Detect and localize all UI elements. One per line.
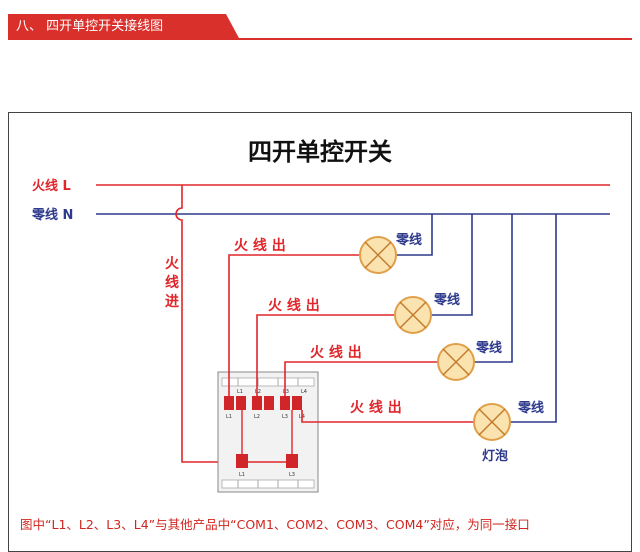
four-gang-switch — [217, 371, 319, 493]
output-wire-1 — [228, 254, 360, 396]
lamp-bulb-1-icon — [359, 236, 397, 274]
live-out-label-1: 火 线 出 — [234, 237, 286, 254]
switch-bottom-label-1: L1 — [239, 472, 245, 478]
diagram-caption: 图中“L1、L2、L3、L4”与其他产品中“COM1、COM2、COM3、COM… — [20, 517, 530, 532]
neutral-wire-4 — [510, 214, 557, 423]
neutral-wire-3 — [474, 214, 513, 363]
live-in-char-3: 进 — [165, 294, 179, 310]
live-in-char-2: 线 — [165, 274, 179, 291]
switch-small-label-3: L3 — [283, 389, 289, 395]
lamp-neutral-label-3: 零线 — [475, 340, 502, 356]
terminal-l1-b — [236, 396, 246, 410]
live-feed-wire — [175, 185, 240, 463]
wiring-diagram: 四开单控开关 火线 L 零线 N 火 线 进 L1 L2 L3 L4 L1 L2… — [31, 138, 610, 493]
switch-small-label-1: L1 — [237, 389, 243, 395]
lamp-neutral-label-2: 零线 — [433, 292, 460, 308]
neutral-line-label: 零线 N — [31, 207, 73, 223]
live-out-label-2: 火 线 出 — [268, 297, 320, 314]
lamp-bulb-2-icon — [394, 296, 432, 334]
switch-small-label-2: L2 — [255, 389, 261, 395]
live-out-label-3: 火 线 出 — [310, 344, 362, 361]
neutral-wire-2 — [431, 214, 473, 316]
output-wire-3 — [284, 361, 438, 396]
diagram-title: 四开单控开关 — [248, 138, 392, 166]
section-header: 八、 四开单控开关接线图 — [8, 14, 632, 40]
switch-term-label-1: L1 — [226, 414, 232, 420]
output-wire-4 — [301, 410, 474, 423]
terminal-bottom-l3 — [286, 454, 298, 468]
section-title: 八、 四开单控开关接线图 — [8, 14, 240, 40]
live-line-label: 火线 L — [32, 178, 71, 194]
neutral-wire-1 — [396, 214, 433, 256]
header-divider — [8, 38, 632, 40]
lamp-neutral-label-4: 零线 — [517, 400, 544, 416]
switch-term-label-2: L2 — [254, 414, 260, 420]
switch-term-label-3: L3 — [282, 414, 288, 420]
switch-bottom-label-2: L3 — [289, 472, 295, 478]
lamp-neutral-label-1: 零线 — [395, 232, 422, 248]
lamp-bulb-3-icon — [437, 343, 475, 381]
live-in-char-1: 火 — [165, 256, 180, 272]
terminal-l2-b — [264, 396, 274, 410]
switch-small-label-4: L4 — [301, 389, 307, 395]
terminal-l1-a — [224, 396, 234, 410]
lamp-bulb-4-icon — [473, 403, 511, 441]
terminal-bottom-l1 — [236, 454, 248, 468]
terminal-l3-b — [292, 396, 302, 410]
output-wire-2 — [256, 314, 395, 396]
bulb-label: 灯泡 — [482, 448, 508, 464]
live-out-label-4: 火 线 出 — [350, 399, 402, 416]
terminal-l2-a — [252, 396, 262, 410]
terminal-l3-a — [280, 396, 290, 410]
